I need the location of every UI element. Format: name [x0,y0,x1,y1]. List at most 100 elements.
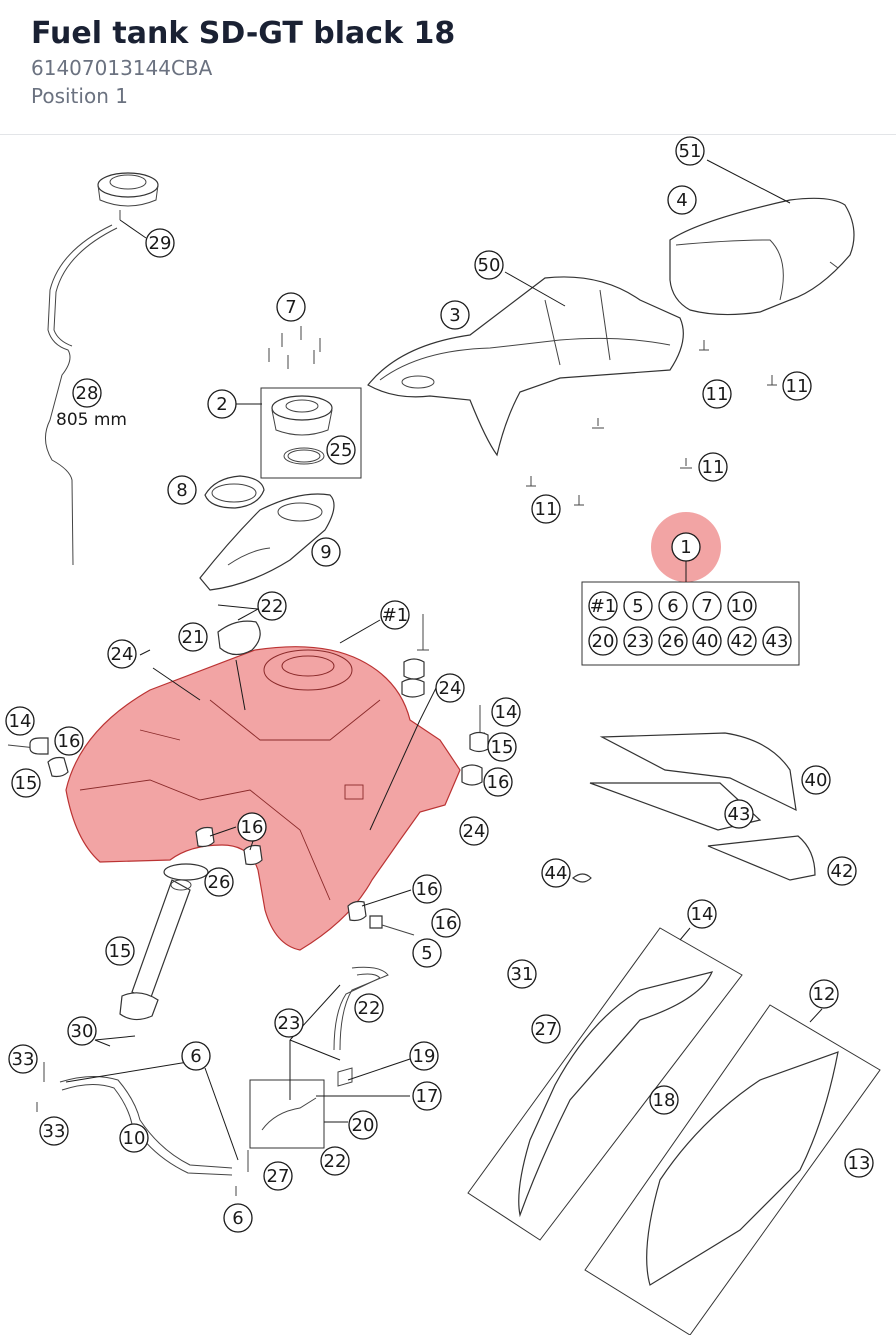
callout-circle[interactable] [311,537,341,567]
callout-circle[interactable] [237,812,267,842]
callout-circle[interactable] [11,768,41,798]
callout-circle[interactable] [204,867,234,897]
callout-40[interactable]: 40 [801,765,831,795]
callout-16[interactable]: 16 [483,767,513,797]
callout-circle[interactable] [675,136,705,166]
callout-11[interactable]: 11 [702,379,732,409]
callout-27[interactable]: 27 [531,1014,561,1044]
callout-circle[interactable] [459,816,489,846]
callout-15[interactable]: 15 [11,768,41,798]
callout-circle[interactable] [274,1008,304,1038]
callout-circle[interactable] [844,1148,874,1178]
callout-23[interactable]: 23 [274,1008,304,1038]
callout-circle[interactable] [541,858,571,888]
callout-circle[interactable] [257,591,287,621]
callout-17[interactable]: 17 [412,1081,442,1111]
callout-8[interactable]: 8 [167,475,197,505]
group-item-num1[interactable]: #1 [588,591,618,621]
callout-9[interactable]: 9 [311,537,341,567]
callout-circle[interactable] [107,639,137,669]
callout-circle[interactable] [181,1041,211,1071]
group-item-circle[interactable] [623,591,653,621]
callout-31[interactable]: 31 [507,959,537,989]
callout-11[interactable]: 11 [531,494,561,524]
callout-circle[interactable] [263,1161,293,1191]
callout-22[interactable]: 22 [257,591,287,621]
group-item-circle[interactable] [623,626,653,656]
callout-circle[interactable] [412,1081,442,1111]
callout-33[interactable]: 33 [39,1116,69,1146]
callout-19[interactable]: 19 [409,1041,439,1071]
callout-16[interactable]: 16 [412,874,442,904]
callout-circle[interactable] [348,1110,378,1140]
callout-circle[interactable] [5,706,35,736]
group-item-circle[interactable] [658,626,688,656]
callout-25[interactable]: 25 [326,435,356,465]
callout-24[interactable]: 24 [435,673,465,703]
callout-circle[interactable] [809,979,839,1009]
callout-circle[interactable] [431,908,461,938]
callout-28[interactable]: 28 [72,378,102,408]
group-item-43[interactable]: 43 [762,626,792,656]
callout-circle[interactable] [671,532,701,562]
callout-3[interactable]: 3 [440,300,470,330]
group-item-7[interactable]: 7 [692,591,722,621]
callout-num1[interactable]: #1 [380,600,410,630]
group-item-42[interactable]: 42 [727,626,757,656]
callout-11[interactable]: 11 [698,452,728,482]
group-item-circle[interactable] [727,626,757,656]
callout-circle[interactable] [782,371,812,401]
callout-circle[interactable] [827,856,857,886]
callout-10[interactable]: 10 [119,1123,149,1153]
callout-circle[interactable] [531,494,561,524]
group-item-circle[interactable] [762,626,792,656]
group-item-5[interactable]: 5 [623,591,653,621]
callout-circle[interactable] [207,389,237,419]
callout-33[interactable]: 33 [8,1044,38,1074]
callout-circle[interactable] [507,959,537,989]
callout-circle[interactable] [483,767,513,797]
callout-14[interactable]: 14 [687,899,717,929]
callout-circle[interactable] [531,1014,561,1044]
group-item-circle[interactable] [658,591,688,621]
callout-4[interactable]: 4 [667,185,697,215]
callout-circle[interactable] [54,726,84,756]
callout-1[interactable]: 1 [671,532,701,562]
callout-18[interactable]: 18 [649,1085,679,1115]
callout-circle[interactable] [649,1085,679,1115]
callout-circle[interactable] [667,185,697,215]
callout-11[interactable]: 11 [782,371,812,401]
callout-30[interactable]: 30 [67,1016,97,1046]
callout-circle[interactable] [67,1016,97,1046]
callout-29[interactable]: 29 [145,228,175,258]
callout-circle[interactable] [702,379,732,409]
group-item-circle[interactable] [588,626,618,656]
callout-circle[interactable] [145,228,175,258]
callout-circle[interactable] [724,799,754,829]
group-item-23[interactable]: 23 [623,626,653,656]
callout-42[interactable]: 42 [827,856,857,886]
callout-circle[interactable] [412,938,442,968]
callout-15[interactable]: 15 [487,732,517,762]
group-item-6[interactable]: 6 [658,591,688,621]
callout-circle[interactable] [491,697,521,727]
callout-43[interactable]: 43 [724,799,754,829]
callout-circle[interactable] [276,292,306,322]
callout-circle[interactable] [119,1123,149,1153]
callout-44[interactable]: 44 [541,858,571,888]
group-item-circle[interactable] [588,591,618,621]
group-item-10[interactable]: 10 [727,591,757,621]
callout-circle[interactable] [687,899,717,929]
callout-circle[interactable] [39,1116,69,1146]
callout-21[interactable]: 21 [178,622,208,652]
callout-24[interactable]: 24 [459,816,489,846]
callout-circle[interactable] [178,622,208,652]
callout-circle[interactable] [409,1041,439,1071]
callout-circle[interactable] [801,765,831,795]
group-item-20[interactable]: 20 [588,626,618,656]
callout-20[interactable]: 20 [348,1110,378,1140]
group-item-circle[interactable] [692,626,722,656]
callout-circle[interactable] [435,673,465,703]
